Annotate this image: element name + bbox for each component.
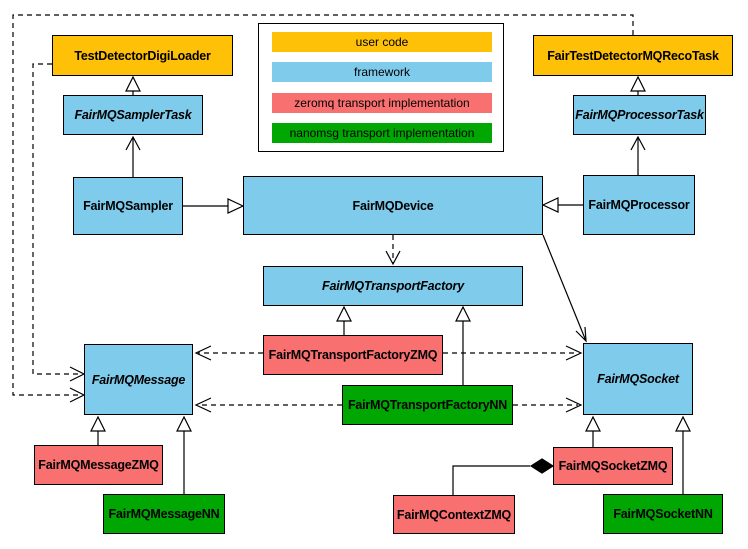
edge-factorynn-creates-message (194, 397, 342, 413)
class-box-fairmqmessagenn: FairMQMessageNN (103, 494, 225, 534)
class-box-fairmqmessage: FairMQMessage (84, 344, 193, 415)
legend-item-zeromq: zeromq transport implementation (272, 92, 492, 113)
legend-item-framework: framework (272, 62, 492, 83)
class-box-fairmqtransportfactory: FairMQTransportFactory (263, 266, 523, 306)
class-box-fairmqprocessor: FairMQProcessor (583, 175, 695, 235)
edge-factoryzmq-creates-socket (443, 345, 583, 361)
edge-device-to-socket (542, 234, 587, 343)
class-box-fairmqprocessortask: FairMQProcessorTask (573, 95, 706, 135)
edge-messagenn-inherits-message (176, 415, 192, 494)
edge-factorynn-inherits-factory (455, 305, 471, 385)
class-box-fairmqmessagezmq: FairMQMessageZMQ (34, 445, 163, 485)
class-box-fairmqsocketzmq: FairMQSocketZMQ (553, 447, 673, 485)
class-box-fairmqsocket: FairMQSocket (583, 343, 693, 415)
edge-processor-inherits-device (541, 197, 583, 213)
edge-socketnn-inherits-socket (675, 415, 691, 494)
class-box-fairmqsamplertask: FairMQSamplerTask (63, 95, 203, 135)
edge-factoryzmq-creates-message (194, 345, 263, 361)
legend-item-nanomsg: nanomsg transport implementation (272, 122, 492, 143)
legend-item-user-code: user code (272, 32, 492, 52)
edge-processortask-inherits-ftdmrt (630, 75, 646, 95)
edge-sampler-to-samplertask (125, 135, 141, 177)
edge-processor-to-processortask (630, 135, 646, 175)
edge-samplertask-inherits-tddl (125, 75, 141, 95)
class-box-fairmqsocketnn: FairMQSocketNN (603, 494, 723, 534)
edge-sampler-inherits-device (183, 198, 245, 214)
edge-factorynn-creates-socket (513, 397, 583, 413)
edge-messagezmq-inherits-message (90, 415, 106, 445)
class-box-fairmqcontextzmq: FairMQContextZMQ (393, 495, 515, 534)
class-box-fairmqsampler: FairMQSampler (73, 177, 183, 235)
class-box-fairmqdevice: FairMQDevice (243, 176, 543, 235)
edge-socketzmq-owns-contextzmq (452, 458, 555, 495)
class-box-fairtestdetectormqrecotask: FairTestDetectorMQRecoTask (533, 35, 733, 76)
edge-socketzmq-inherits-socket (585, 415, 601, 447)
edge-factoryzmq-inherits-factory (336, 305, 352, 335)
class-box-fairmqtransportfactoryzmq: FairMQTransportFactoryZMQ (263, 335, 443, 375)
class-box-testdetectordigiloader: TestDetectorDigiLoader (52, 35, 233, 76)
class-box-fairmqtransportfactorynn: FairMQTransportFactoryNN (342, 385, 513, 425)
edge-device-uses-factory (385, 235, 401, 266)
legend: user code framework zeromq transport imp… (258, 23, 504, 152)
